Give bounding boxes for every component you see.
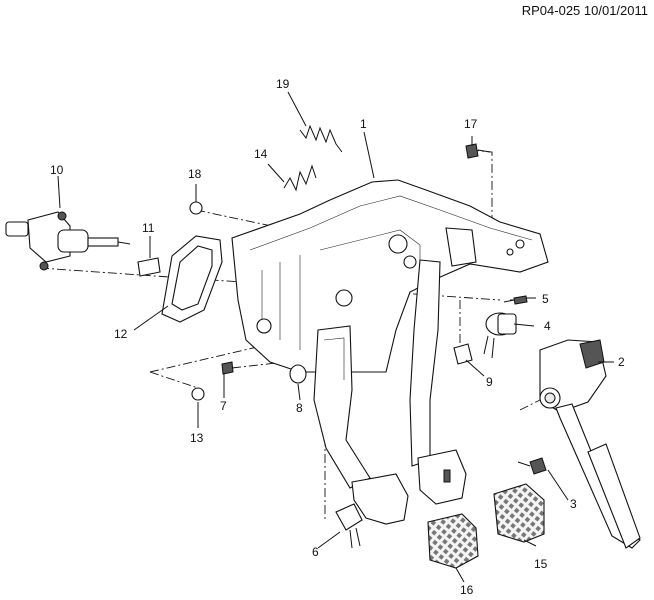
callout-15: 15 (534, 557, 548, 571)
callout-12: 12 (114, 327, 128, 341)
callout-17: 17 (464, 117, 478, 131)
callout-6: 6 (312, 545, 319, 559)
spring-14 (283, 164, 317, 192)
callout-14: 14 (254, 147, 268, 161)
nut-13 (191, 387, 205, 401)
callout-8: 8 (296, 401, 303, 415)
bolt-5 (503, 295, 528, 305)
clip-9 (453, 343, 473, 365)
callout-7: 7 (220, 399, 227, 413)
callout-10: 10 (50, 163, 64, 177)
brake-pedal (409, 259, 467, 505)
spring-19 (299, 124, 343, 153)
callout-11: 11 (142, 221, 155, 235)
bushing-8 (289, 364, 307, 384)
pedal-pad-16 (427, 513, 479, 569)
clutch-master-cylinder (5, 211, 131, 271)
bolt-7 (221, 361, 234, 375)
callout-9: 9 (486, 375, 493, 389)
pedal-box-bracket (231, 179, 549, 373)
callout-4: 4 (544, 319, 551, 333)
callout-5: 5 (542, 292, 549, 306)
clutch-pedal (313, 325, 409, 525)
bolt-3 (517, 457, 547, 475)
callout-2: 2 (618, 355, 625, 369)
callout-19: 19 (276, 77, 290, 91)
callout-1: 1 (360, 117, 367, 131)
nut-18 (189, 201, 203, 215)
callout-3: 3 (570, 497, 577, 511)
callout-labels: 1 2 3 4 5 6 7 8 9 10 11 12 13 14 15 16 1… (50, 77, 625, 597)
diagram-reference-code: RP04-025 10/01/2011 (521, 3, 648, 18)
pedal-pad-15 (493, 483, 545, 543)
gasket-12 (161, 235, 223, 323)
accelerator-pedal (539, 339, 641, 549)
bolt-17 (465, 143, 491, 159)
callout-13: 13 (190, 431, 204, 445)
callout-18: 18 (188, 167, 202, 181)
stop-lamp-switch (483, 312, 517, 359)
clip-11 (137, 257, 161, 277)
callout-16: 16 (460, 583, 474, 597)
clutch-switch (335, 503, 363, 549)
leader-lines (57, 91, 614, 583)
